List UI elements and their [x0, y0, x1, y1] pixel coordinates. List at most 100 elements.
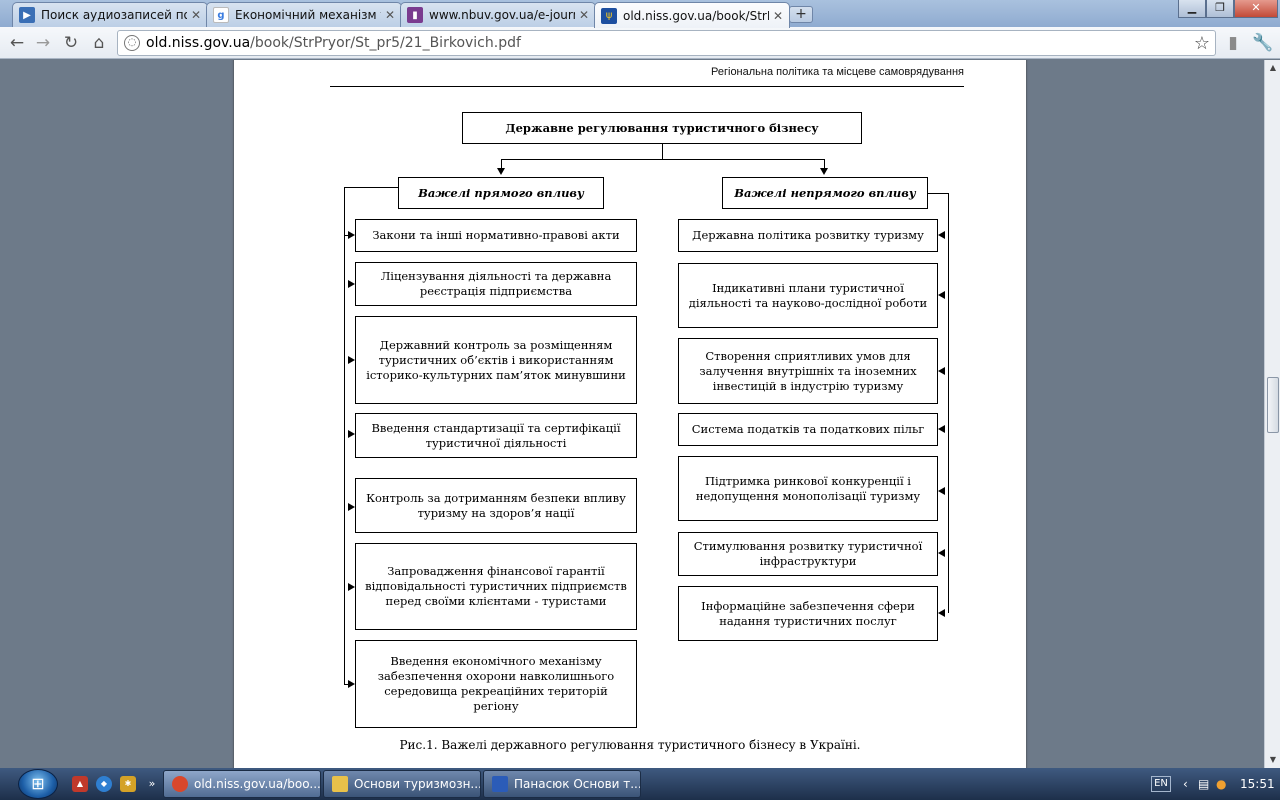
arrow-down-icon: [497, 168, 505, 175]
scroll-down-icon[interactable]: ▼: [1269, 755, 1277, 764]
language-indicator[interactable]: EN: [1151, 776, 1171, 792]
taskbar-button-label: old.niss.gov.ua/boo...: [194, 777, 321, 791]
shield-icon[interactable]: ◆: [96, 776, 112, 792]
folder-icon: [332, 776, 348, 792]
connector: [928, 193, 948, 194]
close-icon[interactable]: ✕: [190, 8, 201, 22]
taskbar-button-folder[interactable]: Основи туризмозн...: [323, 770, 481, 798]
tab-title: Економічний механізм тур: [235, 8, 381, 22]
direct-item-3: Державний контроль за розміщенням турист…: [355, 316, 637, 404]
tray-expand-icon[interactable]: ‹: [1183, 777, 1188, 791]
window-close-button[interactable]: ✕: [1234, 0, 1278, 18]
indirect-item-7: Інформаційне забезпечення сфери надання …: [678, 586, 938, 641]
connector: [948, 565, 949, 613]
url-text: old.niss.gov.ua/book/StrPryor/St_pr5/21_…: [146, 35, 521, 51]
scroll-up-icon[interactable]: ▲: [1269, 63, 1277, 72]
globe-icon: ◌: [124, 35, 140, 51]
clock[interactable]: 15:51: [1240, 777, 1275, 791]
taskbar-button-word[interactable]: Панасюк Основи т...: [483, 770, 641, 798]
close-icon[interactable]: ✕: [772, 8, 783, 23]
vertical-scrollbar[interactable]: ▲ ▼: [1264, 60, 1280, 768]
direct-item-7: Введення економічного механізму забезпеч…: [355, 640, 637, 728]
indirect-item-2: Індикативні плани туристичної діяльності…: [678, 263, 938, 328]
connector: [501, 159, 825, 160]
arrow-left-icon: [938, 425, 945, 433]
wrench-icon[interactable]: 🔧: [1252, 33, 1274, 53]
minimize-button[interactable]: ▁: [1178, 0, 1206, 18]
header-rule: [330, 86, 964, 87]
maximize-button[interactable]: ❐: [1206, 0, 1234, 18]
indirect-item-4: Система податків та податкових пільг: [678, 413, 938, 446]
arrow-right-icon: [348, 231, 355, 239]
running-head: Регіональна політика та місцеве самовряд…: [711, 66, 964, 78]
stats-icon[interactable]: ▮: [1228, 33, 1238, 53]
network-icon[interactable]: ▤: [1198, 777, 1210, 791]
address-bar[interactable]: ◌ old.niss.gov.ua/book/StrPryor/St_pr5/2…: [117, 30, 1216, 56]
bookmark-star-icon[interactable]: ☆: [1193, 33, 1210, 54]
tools-icon[interactable]: ✱: [120, 776, 136, 792]
taskbar: ⊞ ▲ ◆ ✱ » old.niss.gov.ua/boo... Основи …: [0, 768, 1280, 800]
figure-caption: Рис.1. Важелі державного регулювання тур…: [399, 738, 861, 752]
arrow-right-icon: [348, 583, 355, 591]
chevron-right-icon[interactable]: »: [148, 777, 156, 790]
scroll-thumb[interactable]: [1267, 377, 1279, 433]
new-tab-button[interactable]: +: [789, 6, 813, 23]
tab-niss-active[interactable]: ψ old.niss.gov.ua/book/StrPr ✕: [594, 2, 790, 28]
connector: [344, 187, 398, 188]
tab-economic-mechanism[interactable]: g Економічний механізм тур ✕: [206, 2, 402, 27]
connector: [824, 159, 825, 170]
chrome-icon: [172, 776, 188, 792]
home-icon[interactable]: ⌂: [93, 33, 105, 53]
taskbar-button-chrome[interactable]: old.niss.gov.ua/boo...: [163, 770, 321, 798]
taskbar-button-label: Панасюк Основи т...: [514, 777, 641, 791]
tab-strip: ▶ Поиск аудиозаписей по за ✕ g Економічн…: [0, 0, 1280, 28]
pdf-page: Регіональна політика та місцеве самовряд…: [234, 60, 1026, 768]
direct-levers-header: Важелі прямого впливу: [398, 177, 604, 209]
left-spine: [344, 187, 345, 684]
direct-item-5: Контроль за дотриманням безпеки впливу т…: [355, 478, 637, 533]
connector: [501, 159, 502, 170]
google-icon: g: [213, 7, 229, 23]
diagram-top-box: Державне регулювання туристичного бізнес…: [462, 112, 862, 144]
connector: [662, 144, 663, 159]
indirect-item-3: Створення сприятливих умов для залучення…: [678, 338, 938, 404]
tab-title: www.nbuv.gov.ua/e-journa: [429, 8, 575, 22]
tab-title: old.niss.gov.ua/book/StrPr: [623, 8, 769, 23]
arrow-right-icon: [348, 680, 355, 688]
tab-nbuv[interactable]: ▮ www.nbuv.gov.ua/e-journa ✕: [400, 2, 596, 27]
trident-icon: ψ: [601, 7, 617, 24]
url-path: /book/StrPryor/St_pr5/21_Birkovich.pdf: [250, 35, 521, 51]
play-icon: ▶: [19, 7, 35, 23]
pdf-viewport[interactable]: Регіональна політика та місцеве самовряд…: [0, 60, 1264, 768]
arrow-left-icon: [938, 549, 945, 557]
indirect-levers-header: Важелі непрямого впливу: [722, 177, 928, 209]
close-icon[interactable]: ✕: [578, 8, 589, 22]
direct-item-4: Введення стандартизації та сертифікації …: [355, 413, 637, 458]
direct-item-2: Ліцензування діяльності та державна реєс…: [355, 262, 637, 306]
forward-arrow-icon[interactable]: →: [35, 33, 51, 53]
tab-audio-search[interactable]: ▶ Поиск аудиозаписей по за ✕: [12, 2, 208, 27]
arrow-left-icon: [938, 291, 945, 299]
direct-item-6: Запровадження фінансової гарантії відпов…: [355, 543, 637, 630]
arrow-left-icon: [938, 367, 945, 375]
connector: [344, 684, 350, 685]
arrow-down-icon: [820, 168, 828, 175]
reload-icon[interactable]: ↻: [63, 33, 79, 53]
start-button[interactable]: ⊞: [18, 769, 58, 799]
browser-toolbar: ← → ↻ ⌂ ◌ old.niss.gov.ua/book/StrPryor/…: [0, 27, 1280, 59]
tab-title: Поиск аудиозаписей по за: [41, 8, 187, 22]
indirect-item-1: Державна політика розвитку туризму: [678, 219, 938, 252]
taskbar-button-label: Основи туризмозн...: [354, 777, 481, 791]
arrow-left-icon: [938, 487, 945, 495]
close-icon[interactable]: ✕: [384, 8, 395, 22]
word-icon: [492, 776, 508, 792]
arrow-left-icon: [938, 231, 945, 239]
pdf-reader-icon[interactable]: ▲: [72, 776, 88, 792]
update-icon[interactable]: ●: [1216, 777, 1227, 791]
arrow-right-icon: [348, 356, 355, 364]
url-host: old.niss.gov.ua: [146, 35, 251, 51]
arrow-right-icon: [348, 503, 355, 511]
book-icon: ▮: [407, 7, 423, 23]
back-arrow-icon[interactable]: ←: [9, 33, 25, 53]
direct-item-1: Закони та інші нормативно-правові акти: [355, 219, 637, 252]
